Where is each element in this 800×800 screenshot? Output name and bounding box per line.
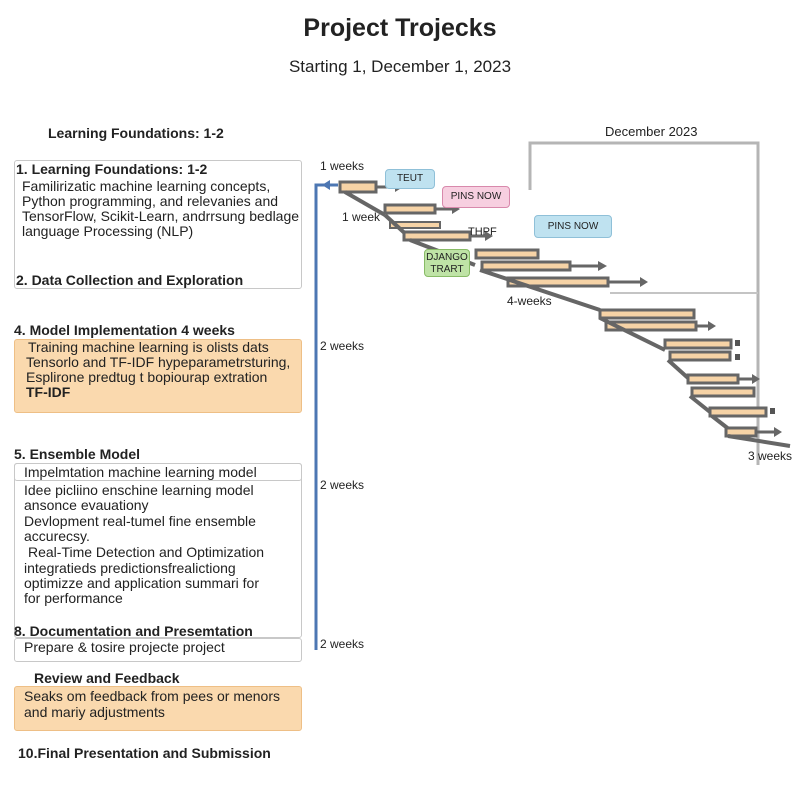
task-description-line: for performance bbox=[24, 590, 123, 606]
task-bar bbox=[690, 386, 756, 398]
task-bar bbox=[686, 373, 740, 385]
task-bars bbox=[338, 180, 791, 448]
arrow-head-icon bbox=[485, 231, 493, 241]
duration-label: 2 weeks bbox=[320, 637, 365, 651]
month-label: December 2023 bbox=[605, 124, 698, 139]
task-description-line: Training machine learning is olists dats bbox=[28, 339, 269, 355]
task-panel-ensemble-model-subbox bbox=[14, 463, 302, 481]
arrow-head-icon bbox=[708, 321, 716, 331]
task-heading-model-implementation: 4. Model Implementation 4 weeks bbox=[14, 322, 235, 338]
page-subtitle: Starting 1, December 1, 2023 bbox=[288, 57, 512, 76]
axis-arrow-icon bbox=[322, 180, 330, 190]
badge-line: DJANGO bbox=[426, 252, 468, 263]
task-heading-review-feedback: Review and Feedback bbox=[34, 670, 180, 686]
timeline-axis bbox=[314, 183, 338, 650]
status-badge: PINS NOW bbox=[442, 186, 510, 208]
task-heading-data-collection: 2. Data Collection and Exploration bbox=[16, 272, 244, 288]
task-bar bbox=[668, 350, 732, 362]
task-subheading-real-time-detection: Real-Time Detection and Optimization bbox=[28, 544, 265, 560]
task-description-line: Familirizatic machine learning concepts, bbox=[22, 178, 271, 194]
task-panel-review-feedback bbox=[14, 686, 302, 731]
task-bar bbox=[663, 338, 733, 350]
task-bar bbox=[474, 248, 540, 260]
month-frame-line bbox=[528, 141, 760, 465]
duration-label: 2 weeks bbox=[320, 339, 365, 353]
task-description-line: TensorFlow, Scikit-Learn, andrrsung bedl… bbox=[22, 208, 300, 224]
duration-label: 4-weeks bbox=[507, 294, 552, 308]
task-description-line: Seaks om feedback from pees or menors bbox=[24, 688, 281, 704]
task-panel-learning-foundations bbox=[14, 160, 302, 289]
milestone-label: THPF bbox=[468, 226, 497, 238]
page-title: Project Trojecks bbox=[303, 14, 497, 42]
status-badge: PINS NOW bbox=[534, 215, 612, 238]
task-panel-documentation bbox=[14, 638, 302, 662]
section-heading: Learning Foundations: 1-2 bbox=[48, 125, 224, 141]
task-heading-final-presentation: 10.Final Presentation and Submission bbox=[18, 745, 271, 761]
arrow-head-icon bbox=[598, 261, 607, 271]
task-description-line: ansonce evauationy bbox=[24, 497, 149, 513]
task-bar bbox=[480, 260, 572, 272]
status-badge: TEUT bbox=[385, 169, 435, 189]
task-bar bbox=[383, 203, 437, 215]
task-description-line: Esplirone predtug t bopiourap extration bbox=[26, 369, 268, 385]
task-description-line: Python programming, and relevanies and bbox=[22, 193, 279, 209]
task-heading-learning-foundations: 1. Learning Foundations: 1-2 bbox=[16, 161, 208, 177]
task-description-line: and mariy adjustments bbox=[24, 704, 165, 720]
task-description-line: integratieds predictionsfrealictiong bbox=[24, 560, 236, 576]
task-description-line: optimizze and application summari for bbox=[24, 575, 259, 591]
task-bar bbox=[402, 230, 472, 242]
task-panel-model-implementation bbox=[14, 339, 302, 413]
arrow-head-icon bbox=[752, 374, 760, 384]
task-description-line: Devlopment real-tumel fine ensemble bbox=[24, 513, 256, 529]
task-description-line: Idee picliino enschine learning model bbox=[24, 482, 254, 498]
task-bar bbox=[598, 308, 696, 320]
task-description-line: accurecsy. bbox=[24, 528, 90, 544]
task-description-line: Impelmtation machine learning model bbox=[24, 464, 257, 480]
duration-label: 2 weeks bbox=[320, 478, 365, 492]
task-description-line: Prepare & tosire projecte project bbox=[24, 639, 225, 655]
task-bar bbox=[338, 180, 378, 194]
arrow-head-icon bbox=[774, 427, 782, 437]
badge-line: TRART bbox=[430, 264, 464, 275]
duration-label: 1 weeks bbox=[320, 159, 365, 173]
task-heading-documentation: 8. Documentation and Presemtation bbox=[14, 623, 253, 639]
task-description-line: Tensorlo and TF-IDF hypeparametrsturing, bbox=[26, 354, 291, 370]
task-bar bbox=[708, 406, 768, 418]
duration-label: 3 weeks bbox=[748, 449, 793, 463]
task-description-line: language Processing (NLP) bbox=[22, 223, 194, 239]
task-heading-ensemble-model: 5. Ensemble Model bbox=[14, 446, 141, 462]
duration-label: 1 week bbox=[342, 210, 381, 224]
arrow-head-icon bbox=[640, 277, 648, 287]
task-description-line: TF-IDF bbox=[26, 384, 71, 400]
status-badge: DJANGO TRART bbox=[424, 249, 470, 277]
task-bar bbox=[389, 221, 441, 229]
